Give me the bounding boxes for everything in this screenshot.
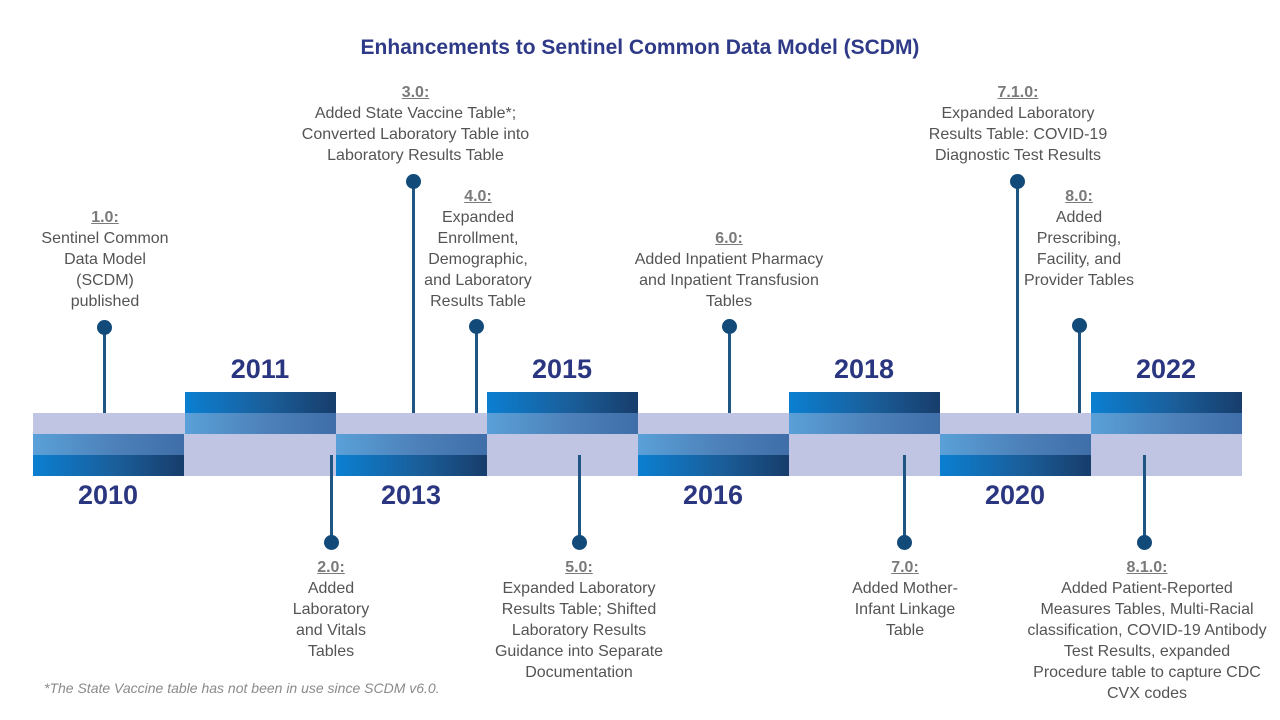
milestone-label-8-1-0: 8.1.0: Added Patient-Reported Measures T… (1026, 557, 1268, 704)
milestone-label-1-0: 1.0: Sentinel Common Data Model (SCDM) p… (40, 207, 170, 312)
milestone-version: 7.1.0: (997, 84, 1039, 101)
year-block-2010-mid (33, 434, 184, 455)
milestone-description: Expanded Laboratory Results Table: COVID… (928, 105, 1108, 164)
year-label-2018: 2018 (833, 354, 895, 384)
milestone-description: Sentinel Common Data Model (SCDM) publis… (41, 230, 169, 310)
year-label-2010: 2010 (77, 480, 139, 510)
milestone-description: Added Patient-Reported Measures Tables, … (1027, 580, 1267, 702)
year-block-2016-bottom (638, 455, 789, 476)
year-label-2015: 2015 (531, 354, 593, 384)
year-block-2016-mid (638, 434, 789, 455)
year-block-2011-mid (185, 413, 336, 434)
year-block-2018-top (789, 392, 940, 413)
connector-6-0 (728, 326, 731, 413)
milestone-version: 1.0: (91, 209, 119, 226)
milestone-description: Added Mother-Infant Linkage Table (852, 580, 958, 639)
year-block-2018-mid (789, 413, 940, 434)
year-label-2013: 2013 (380, 480, 442, 510)
milestone-description: Expanded Enrollment, Demographic, and La… (424, 209, 532, 310)
milestone-version: 7.0: (891, 559, 919, 576)
year-block-2010-bottom (33, 455, 184, 476)
milestone-version: 8.1.0: (1126, 559, 1168, 576)
year-block-2015-top (487, 392, 638, 413)
year-block-2022-mid (1091, 413, 1242, 434)
connector-2-0 (330, 455, 333, 542)
milestone-description: Expanded Laboratory Results Table; Shift… (494, 580, 664, 681)
milestone-label-4-0: 4.0: Expanded Enrollment, Demographic, a… (416, 186, 540, 312)
year-block-2020-mid (940, 434, 1091, 455)
milestone-version: 5.0: (565, 559, 593, 576)
milestone-dot-8-1-0 (1137, 535, 1152, 550)
year-block-2020-bottom (940, 455, 1091, 476)
timeline-band-middle (33, 434, 1242, 455)
milestone-description: Added Laboratory and Vitals Tables (292, 580, 370, 660)
year-label-2011: 2011 (230, 354, 290, 384)
milestone-label-2-0: 2.0: Added Laboratory and Vitals Tables (280, 557, 382, 662)
year-label-2020: 2020 (984, 480, 1046, 510)
milestone-description: Added Prescribing, Facility, and Provide… (1024, 209, 1134, 289)
year-block-2022-top (1091, 392, 1242, 413)
milestone-description: Added State Vaccine Table*; Converted La… (301, 105, 530, 164)
footnote: *The State Vaccine table has not been in… (44, 680, 440, 696)
milestone-dot-5-0 (572, 535, 587, 550)
year-block-2011-top (185, 392, 336, 413)
milestone-description: Added Inpatient Pharmacy and Inpatient T… (634, 251, 824, 310)
connector-4-0 (475, 326, 478, 413)
milestone-version: 2.0: (317, 559, 345, 576)
connector-5-0 (578, 455, 581, 542)
milestone-dot-6-0 (722, 319, 737, 334)
milestone-label-7-0: 7.0: Added Mother-Infant Linkage Table (838, 557, 972, 641)
milestone-dot-1-0 (97, 320, 112, 335)
timeline-band-bottom (33, 455, 1242, 476)
connector-8-1-0 (1143, 455, 1146, 542)
diagram-title: Enhancements to Sentinel Common Data Mod… (360, 36, 920, 59)
connector-3-0 (412, 181, 415, 413)
milestone-dot-2-0 (324, 535, 339, 550)
year-block-2015-mid (487, 413, 638, 434)
milestone-dot-8-0 (1072, 318, 1087, 333)
connector-7-1-0 (1016, 181, 1019, 413)
milestone-dot-4-0 (469, 319, 484, 334)
year-block-2013-bottom (336, 455, 487, 476)
year-label-2022: 2022 (1135, 354, 1197, 384)
milestone-version: 8.0: (1065, 188, 1093, 205)
milestone-label-5-0: 5.0: Expanded Laboratory Results Table; … (483, 557, 675, 683)
connector-1-0 (103, 327, 106, 413)
milestone-version: 4.0: (464, 188, 492, 205)
year-label-2016: 2016 (682, 480, 744, 510)
milestone-version: 6.0: (715, 230, 743, 247)
milestone-dot-3-0 (406, 174, 421, 189)
milestone-label-3-0: 3.0: Added State Vaccine Table*; Convert… (293, 82, 538, 166)
year-block-2013-mid (336, 434, 487, 455)
milestone-label-8-0: 8.0: Added Prescribing, Facility, and Pr… (1024, 186, 1134, 291)
milestone-version: 3.0: (401, 84, 430, 101)
connector-7-0 (903, 455, 906, 542)
milestone-label-7-1-0: 7.1.0: Expanded Laboratory Results Table… (914, 82, 1122, 166)
milestone-label-6-0: 6.0: Added Inpatient Pharmacy and Inpati… (630, 228, 828, 312)
connector-8-0 (1078, 325, 1081, 413)
milestone-dot-7-1-0 (1010, 174, 1025, 189)
milestone-dot-7-0 (897, 535, 912, 550)
